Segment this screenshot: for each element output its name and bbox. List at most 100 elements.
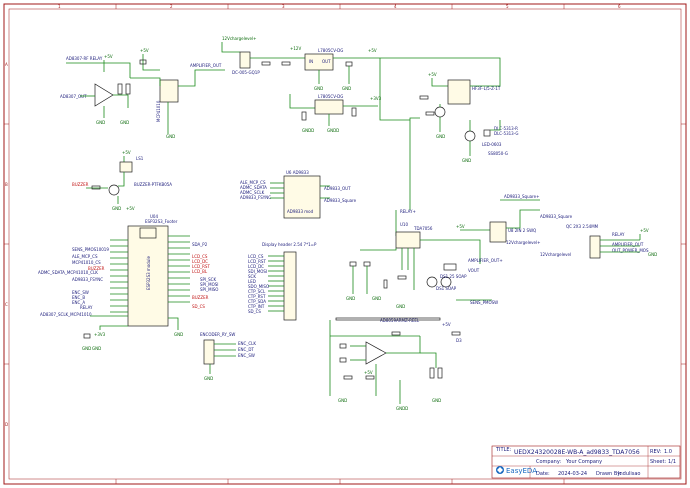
enc-b-label: ENC_DT	[238, 347, 254, 352]
esp-pin-mcp: MCP41010_CS	[72, 260, 101, 265]
opamp-ad8059	[365, 341, 387, 365]
pwr-5v-j: +5V	[442, 322, 451, 327]
speaker-label-2: DS1 SOAP	[436, 286, 457, 291]
tda7056-section: RELAY+ U10 TDA7056 GND GND GND DS1 25 SO…	[346, 209, 503, 309]
pwr-3v3: +3V3	[370, 96, 382, 101]
esp-pin-a: ENC_A	[72, 300, 85, 305]
gndd-b2: GNDD	[327, 128, 339, 133]
esp32-name: ESP32S3 module	[146, 256, 151, 290]
transistor-q3	[108, 184, 120, 196]
gnd-b2: GND	[342, 86, 351, 91]
esp32-section: U04 ESP32S3_Footer ESP32S3 module SENS_P…	[38, 206, 218, 351]
vin12-label-c: 12Vchargelevel	[540, 252, 571, 257]
relay-driver-section: +5V HF3F-L/5-Z-1T GND GND DLC-5313-R DLC…	[380, 57, 540, 210]
transistor-q1	[434, 106, 446, 118]
relay-part-label: HF3F-L/5-Z-1T	[472, 86, 501, 91]
relay-k1	[447, 79, 471, 105]
gnd-e2: GND	[92, 346, 101, 351]
output-amp: AMPLIFIER_OUT	[612, 242, 644, 247]
speaker-out-2	[440, 276, 452, 288]
esp-pin-sw: ENC_SW	[72, 290, 89, 295]
mux-label: U8 2IN 2 SWQ	[508, 228, 536, 233]
l7805-a-out: OUT	[322, 59, 331, 64]
zone-ticks	[4, 4, 686, 484]
pwr-5v-a: +5V	[104, 54, 113, 59]
output-power: OUT_POWER_MOS	[612, 248, 649, 253]
ad9833-name: AD9833 mod	[287, 209, 314, 214]
gnd-i2: GND	[432, 398, 441, 403]
disp-pin-4: SDI_MOSI	[248, 269, 267, 274]
ad8307-relay-label: AD8307-RF RELAY	[66, 56, 103, 61]
relay-net-label: RELAY+	[400, 209, 416, 214]
zone-col-4: 4	[394, 4, 397, 9]
gnd-f1: GND	[204, 376, 213, 381]
led-part-label-2: DLC-5313-G	[494, 131, 518, 136]
sheet-label: Sheet:	[650, 459, 666, 465]
company-value: Your Company	[565, 459, 602, 465]
ad9833-pin-vcc: ALE_MCP_CS	[240, 180, 266, 185]
mux-chip	[489, 221, 507, 243]
zone-col-2: 2	[170, 4, 173, 9]
disp-pin-6: LED	[248, 279, 256, 284]
sheet-border	[3, 3, 687, 485]
pwr-5v-g: +5V	[456, 224, 465, 229]
gnd-g2: GND	[372, 296, 381, 301]
disp-pin-12: SD_CS	[248, 309, 261, 314]
l7805-a-in: IN	[309, 59, 313, 64]
gndd-b1: GNDD	[302, 128, 314, 133]
pwr-5v-h: +5V	[640, 228, 649, 233]
gndd-i1: GNDD	[396, 406, 408, 411]
esp32-ref: U04	[150, 214, 158, 219]
esp-pin-ale: ALE_MCP_CS	[72, 254, 98, 259]
gnd-i1: GND	[338, 398, 347, 403]
tda-ref: U10	[400, 222, 408, 227]
esp-pin-buzzer: BUZZER	[88, 266, 105, 271]
zone-labels: 1 2 3 4 5 6 A B C D	[5, 4, 621, 427]
pwr-12v-a: +12V	[290, 46, 301, 51]
disp-pin-10: CTP_SDA	[248, 299, 266, 304]
esp-pin-sens: SENS_PMOS10019	[72, 247, 109, 252]
sens-sw-label: SENS_PMOSW	[470, 300, 498, 305]
pwr-5v-d: +5V	[428, 72, 437, 77]
gnd-a1: GND	[96, 120, 105, 125]
l7805-b-label: L7805CV-DG	[318, 94, 343, 99]
power-supply-section: 12Vchargelevel+ DC-005-GQ1P +12V L7805CV…	[221, 36, 410, 121]
svg-text:EasyEDA: EasyEDA	[506, 467, 537, 475]
ad9833-ref: U6 AD9833	[286, 170, 309, 175]
encoder-section: ENCODER_RY_SW ENC_CLK ENC_DT ENC_SW GND	[200, 332, 256, 381]
display-pins	[268, 255, 284, 312]
title-label: TITLE:	[495, 447, 512, 453]
disp-pin-8: CTP_SCL	[248, 289, 266, 294]
enc-sw-label: ENC_SW	[238, 353, 255, 358]
zone-row-b: B	[5, 182, 8, 187]
pwr-5v-i: +5V	[364, 370, 373, 375]
disp-pin-3: LCD_DC	[248, 264, 264, 269]
zone-col-1: 1	[58, 4, 61, 9]
ad8307-out-label: AD8307_OUT	[60, 94, 87, 99]
ad9833-square-label: AD9833_Square	[324, 198, 357, 203]
gnd-g3: GND	[396, 304, 405, 309]
ad9833-pin-fs: AD9833_FSYNC	[240, 195, 271, 200]
l7805-a-label: L7805CV-DG	[318, 48, 343, 53]
speaker-label: DS1 25 SOAP	[440, 274, 467, 279]
tda7056-chip	[395, 231, 421, 249]
sheet-value: 1/1	[668, 459, 676, 465]
title-block: TITLE: UEDX24320028E-WB-A_ad9833_TDA7056…	[491, 445, 681, 479]
esp-pin-sdata: ADMC_SDATA_MCP41010_CLK	[38, 270, 98, 275]
esp-r-lcd-cs: LCD_CS	[192, 254, 208, 259]
esp-r-sda: SDA_P2	[192, 242, 208, 247]
date-value: 2024-03-24	[558, 471, 587, 477]
rev-value: 1.0	[664, 449, 672, 455]
encoder-sw	[203, 339, 215, 365]
esp32-module	[127, 225, 169, 327]
mos-label: SS8050-G	[488, 151, 508, 156]
zone-col-3: 3	[282, 4, 285, 9]
pwr-5v-f: +5V	[126, 206, 135, 211]
display-header-section: Display header 2.54 7*1=P LCD_CS LCD_RST…	[248, 242, 317, 321]
sheet-inner-border	[8, 8, 682, 480]
speaker-out	[426, 276, 438, 288]
esp32-right-pins	[168, 235, 190, 303]
led-part-label: DLC-5313-R	[494, 126, 518, 131]
amp-out-label: AMPLIFIER_OUT+	[468, 258, 503, 263]
